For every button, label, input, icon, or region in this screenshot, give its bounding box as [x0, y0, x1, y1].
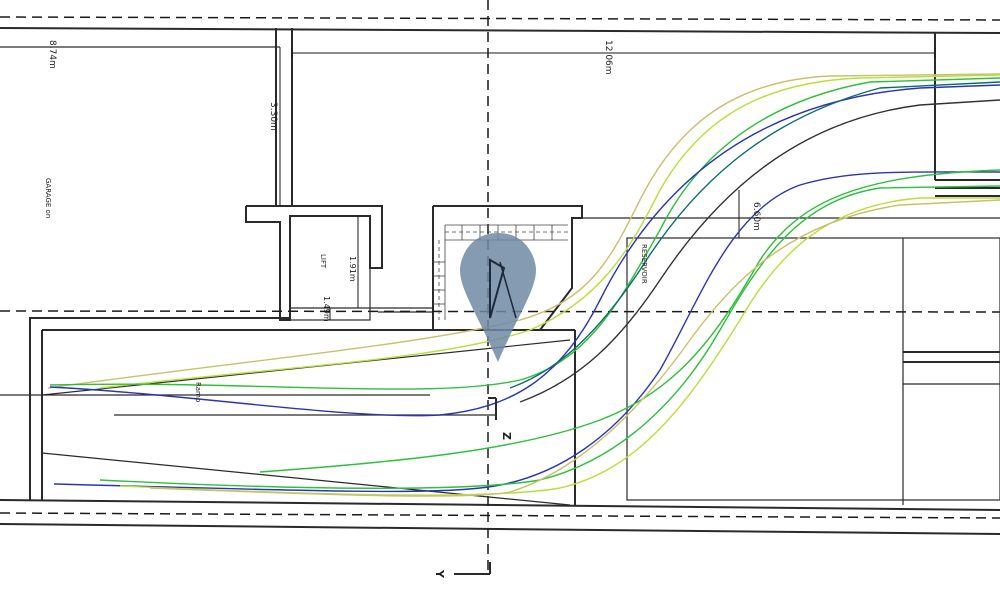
trajectory-lime: [99, 74, 1000, 389]
dimension-lines: [279, 47, 936, 320]
trajectory-curves: [47, 73, 1000, 497]
ramp-label: Ramp: [194, 382, 202, 403]
dim-6-60-label: 6.60m: [751, 202, 761, 231]
trajectory-teal: [509, 81, 1000, 389]
axis-z-label: Z: [500, 432, 513, 440]
trajectory-green-3: [99, 185, 1000, 489]
trajectory-green-1: [49, 77, 1000, 390]
garage-label: GARAGE on: [44, 178, 52, 218]
trajectory-olive-2: [149, 199, 1000, 497]
trajectory-green-2: [259, 169, 1000, 473]
trajectory-olive: [47, 73, 1000, 389]
trajectory-dark: [519, 99, 1000, 403]
dim-1-49-label: 1.49m: [322, 296, 331, 322]
trajectory-blue-2: [53, 171, 1000, 493]
reservoir-label: RESERVOIR: [640, 244, 648, 284]
axis-y-label: Y: [433, 569, 446, 579]
trajectory-blue-1: [49, 84, 1000, 417]
lift-label: LIFT: [319, 254, 327, 269]
map-pin-icon[interactable]: [460, 233, 536, 362]
dim-12-06-label: 12.06m: [603, 40, 613, 75]
dim-3-30-label: 3.30m: [268, 102, 278, 131]
dim-8-74-label: 8.74m: [47, 40, 57, 69]
plan-labels: 8.74m 12.06m 3.30m GARAGE on LIFT 1.91m …: [44, 40, 761, 579]
dim-1-91-label: 1.91m: [348, 256, 357, 282]
trajectory-lime-2: [119, 197, 1000, 496]
axis-markers: [454, 397, 497, 575]
